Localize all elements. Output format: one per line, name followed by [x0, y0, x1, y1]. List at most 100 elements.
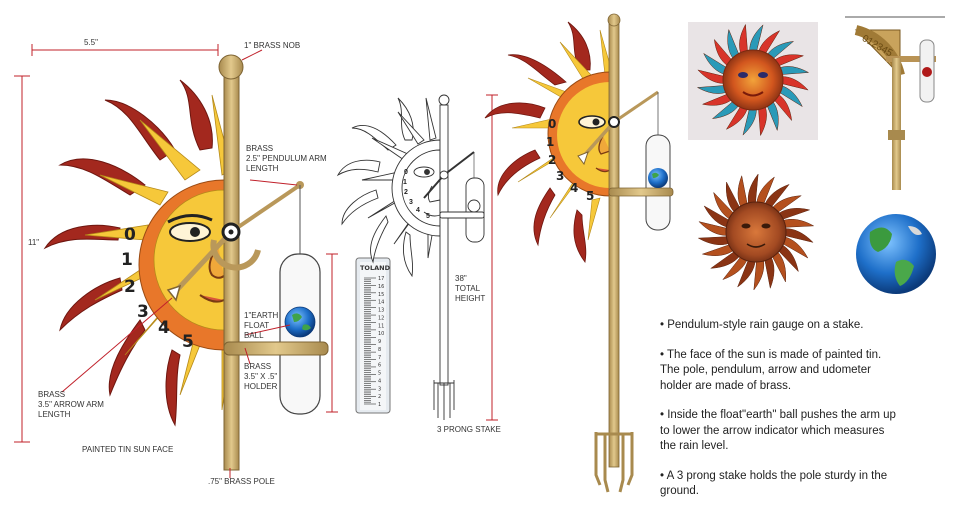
sun-ray	[703, 52, 728, 75]
sun-ray	[709, 250, 741, 269]
tube-brand: TOLAND	[360, 264, 391, 272]
sun-ray	[773, 93, 793, 122]
sun-ray	[753, 258, 765, 291]
feature-list: • Pendulum-style rain gauge on a stake. …	[660, 318, 900, 514]
sun-ray	[771, 195, 803, 214]
sun-ray	[781, 218, 815, 228]
holder-label: BRASS 3.5" X .5" HOLDER	[244, 362, 278, 391]
float-label: 1"EARTH FLOAT BALL	[244, 311, 279, 340]
svg-text:4: 4	[570, 181, 578, 195]
sun-ray	[778, 66, 810, 75]
sun-ray	[758, 30, 781, 55]
tube-scale-label: 8	[378, 347, 381, 353]
sun-ray	[696, 85, 728, 94]
sunface-label: PAINTED TIN SUN FACE	[82, 445, 174, 454]
tube-scale-label: 14	[378, 300, 384, 306]
line-art-sun	[336, 94, 485, 420]
tube-scale-label: 15	[378, 292, 384, 298]
tube-scale-label: 2	[378, 394, 381, 400]
sun-ray	[778, 85, 803, 108]
svg-text:3: 3	[409, 199, 413, 206]
sun-ray	[766, 40, 795, 60]
sun-ray	[737, 258, 756, 288]
pole-label: .75" BRASS POLE	[208, 477, 275, 486]
svg-text:0: 0	[124, 225, 136, 245]
sun-ray	[725, 105, 748, 130]
arrow-arm	[173, 230, 233, 294]
line-art-numbers: 0 1 2 345	[403, 169, 430, 220]
sun-ray	[711, 100, 740, 120]
tube-scale-label: 12	[378, 315, 384, 321]
sun-ray	[739, 23, 748, 55]
tube-scale-label: 4	[378, 378, 381, 384]
svg-text:5: 5	[182, 332, 194, 352]
brass-pole	[223, 74, 240, 471]
bullet-item: • Pendulum-style rain gauge on a stake.	[660, 319, 864, 331]
sun-ray	[703, 205, 731, 228]
sun-ray	[764, 183, 790, 209]
sun-ray	[780, 76, 809, 91]
nob-label: 1" BRASS NOB	[244, 41, 301, 50]
bullet-item: • Inside the float"earth" ball pushes th…	[660, 409, 896, 452]
sun-ray	[697, 69, 726, 84]
sun-ray	[773, 54, 805, 67]
tube-scale-label: 5	[378, 371, 381, 377]
sun-ray	[725, 181, 741, 214]
dimension-lines	[14, 44, 498, 478]
sun-ray	[701, 243, 735, 256]
svg-text:1: 1	[403, 179, 407, 186]
tube-scale-label: 11	[378, 323, 384, 329]
svg-text:3: 3	[137, 302, 149, 322]
sun-ray	[766, 100, 779, 132]
svg-text:0: 0	[404, 169, 408, 176]
tube-scale-label: 16	[378, 284, 384, 290]
photo-copper-sun	[697, 173, 815, 291]
svg-text:4: 4	[158, 318, 170, 338]
sun-ray	[764, 255, 775, 290]
svg-text:1: 1	[546, 135, 554, 149]
sun-ray	[771, 250, 787, 283]
photo-brass-gauge: 012345	[838, 14, 956, 194]
main-sun-diagram: 0 1 2 3 4 5	[43, 54, 329, 471]
svg-text:0: 0	[548, 117, 556, 131]
sun-ray	[777, 208, 811, 221]
sun-ray	[727, 28, 740, 60]
svg-text:1: 1	[121, 250, 133, 270]
brass-holder	[223, 341, 329, 356]
color-sun-on-stake: 0 1 2 3 4 5	[484, 13, 674, 493]
tube-scale-label: 10	[378, 331, 384, 337]
sun-ray	[758, 105, 767, 137]
tube-scale-label: 6	[378, 363, 381, 369]
stake-label: 3 PRONG STAKE	[437, 425, 501, 434]
svg-text:2: 2	[404, 189, 408, 196]
pendulum-label: BRASS 2.5" PENDULUM ARM LENGTH	[246, 144, 327, 173]
earth-float-ball	[284, 306, 316, 338]
tube-scale-label: 7	[378, 355, 381, 361]
sun-ray	[713, 191, 735, 221]
height-label: 11"	[28, 238, 40, 247]
svg-text:5: 5	[426, 213, 430, 220]
sun-ray	[713, 38, 733, 67]
svg-text:5: 5	[586, 189, 594, 203]
sun-ray	[742, 107, 757, 136]
svg-text:2: 2	[548, 153, 556, 167]
tube-scale-label: 17	[378, 276, 384, 282]
total-height-label: 38" TOTAL HEIGHT	[455, 274, 486, 303]
photo-colorful-sun	[688, 22, 818, 140]
tube-scale-label: 13	[378, 308, 384, 314]
arrow-label: BRASS 3.5" ARROW ARM LENGTH	[38, 390, 104, 419]
sun-ray	[747, 173, 759, 206]
brass-nob	[218, 54, 244, 80]
sun-ray	[722, 255, 748, 281]
svg-text:4: 4	[416, 207, 420, 214]
sun-ray	[749, 24, 764, 53]
sun-ray	[777, 243, 799, 273]
sun-ray	[781, 236, 809, 259]
sun-ray	[697, 236, 731, 246]
gauge-numbers: 0 1 2 3 4 5	[121, 225, 194, 352]
tube-scale-label: 9	[378, 339, 381, 345]
photo-earth-globe	[856, 214, 936, 294]
bullet-item: • A 3 prong stake holds the pole sturdy …	[660, 469, 888, 498]
tube-scale-label: 1	[378, 402, 381, 408]
